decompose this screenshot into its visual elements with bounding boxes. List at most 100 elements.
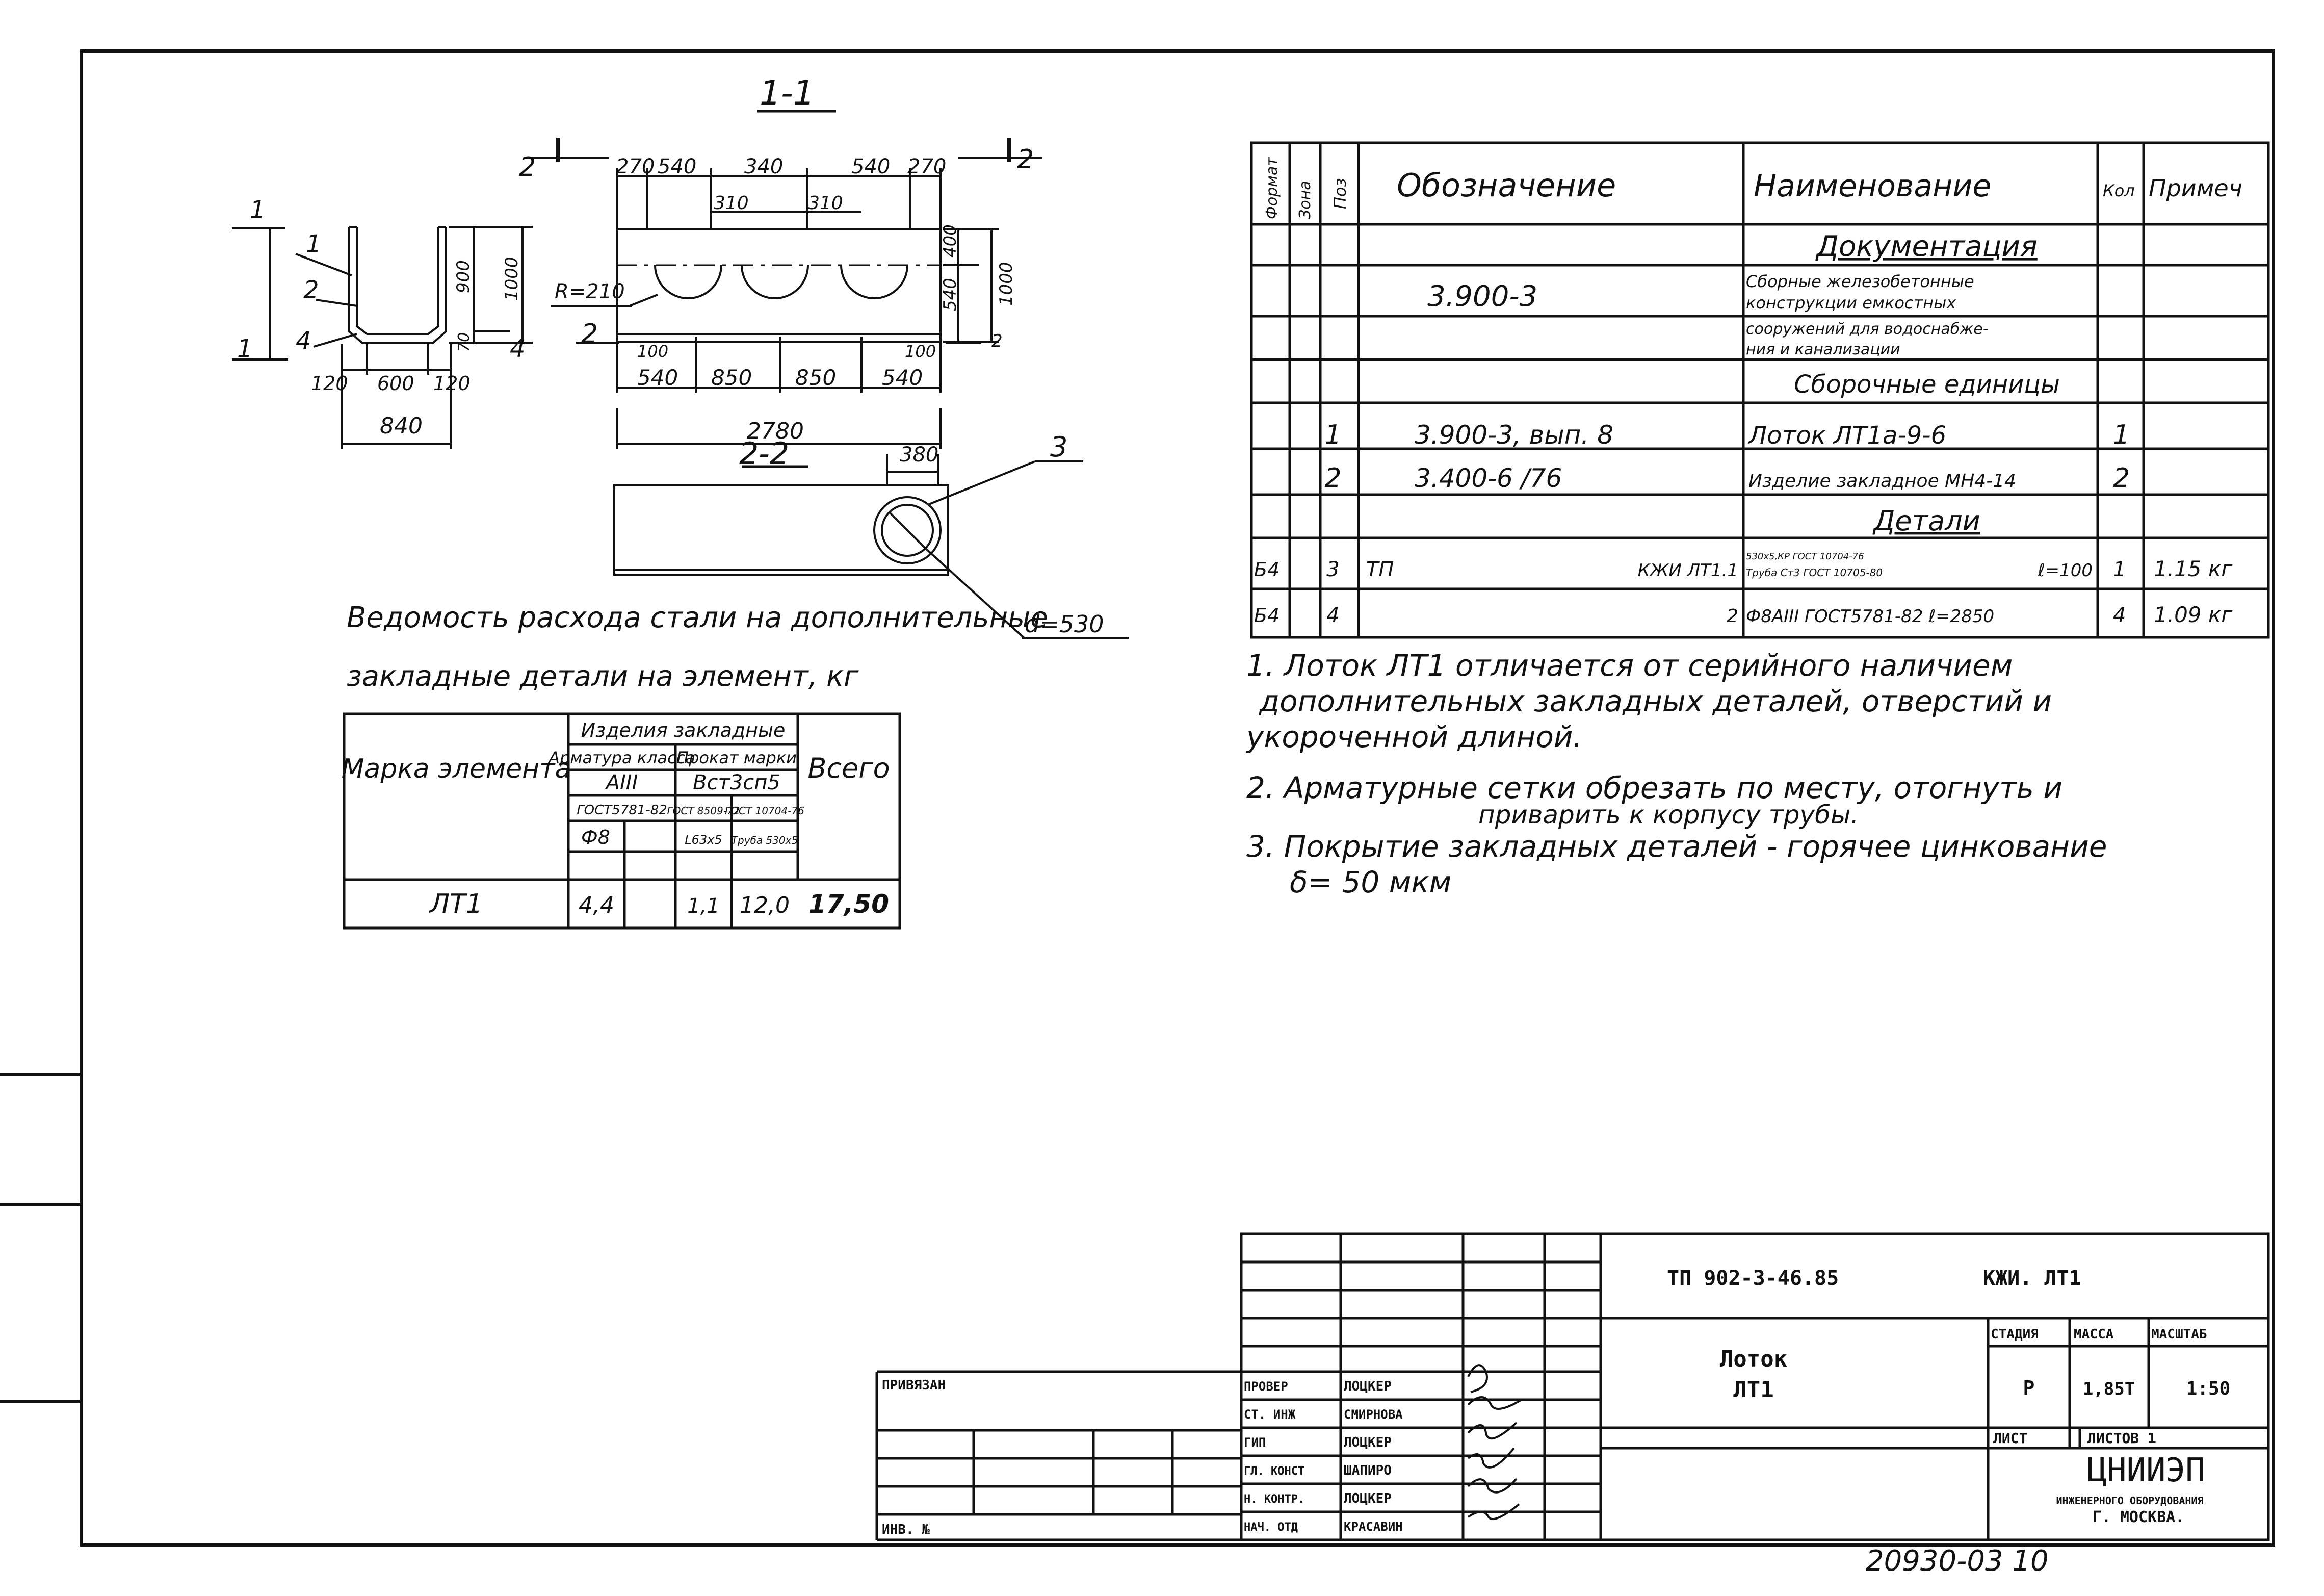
cs-dim-mid: 600 [377, 372, 414, 395]
steel-h-vst: Вст3сп5 [693, 771, 780, 794]
steel-h-f8: Ф8 [581, 826, 610, 848]
spec-h-prim: Примеч [2149, 174, 2242, 202]
spec-h-poz: Поз [1330, 178, 1350, 209]
dim-top-4: 540 [851, 155, 890, 178]
spec-det4-poz: 4 [1326, 604, 1339, 627]
dim-bottom-3: 850 [795, 365, 836, 390]
steel-h-l63: L63х5 [685, 833, 722, 847]
tb-name-3: ЛОЦКЕР [1344, 1435, 1392, 1450]
spec-doc-naim-2: конструкции емкостных [1746, 293, 1956, 313]
sheet-number: 20930-03 10 [1866, 1544, 2049, 1578]
steel-h-gost1: ГОСТ5781-82 [577, 803, 667, 818]
spec-det3-kol: 1 [2113, 558, 2126, 581]
spec-h-oboz: Обозначение [1397, 167, 1616, 204]
spec-unit1-naim: Лоток ЛТ1а-9-6 [1747, 421, 1946, 450]
dim-inner-1: 310 [714, 193, 749, 214]
spec-unit2-poz: 2 [1324, 463, 1341, 494]
tb-role-4: ГЛ. КОНСТ [1244, 1465, 1304, 1478]
cs-label-1-mid: 1 [306, 230, 322, 259]
tb-role-1: ПРОВЕР [1244, 1379, 1288, 1394]
spec-unit1-poz: 1 [1324, 420, 1341, 450]
note-3-line-2: δ= 50 мкм [1290, 865, 1451, 899]
tb-name-4: ШАПИРО [1344, 1463, 1392, 1478]
tb-role-5: Н. КОНТР. [1244, 1493, 1304, 1506]
note-2-line-1: 2. Арматурные сетки обрезать по месту, о… [1246, 770, 2062, 805]
tb-item-sub: ЛТ1 [1733, 1377, 1773, 1403]
title-block-grid [875, 1232, 2270, 1541]
section-2-2-title: 2-2 [739, 436, 789, 472]
spec-det3-oboz-right: КЖИ ЛТ1.1 [1638, 560, 1738, 581]
tb-h-massa: МАССА [2074, 1327, 2114, 1342]
tb-city: Г. МОСКВА. [2093, 1508, 2185, 1526]
cs-dim-1000: 1000 [502, 256, 522, 301]
signatures [1467, 1364, 1523, 1520]
spec-det3-naim-right: ℓ=100 [2038, 560, 2093, 581]
spec-h-format: Формат [1263, 157, 1281, 219]
tb-item-title: Лоток [1720, 1346, 1787, 1372]
spec-unit1-oboz: 3.900-3, вып. 8 [1415, 420, 1613, 450]
dim-bottom-4: 540 [882, 365, 923, 390]
spec-det3-naim-top: 530х5,КР ГОСТ 10704-76 [1746, 551, 1864, 562]
spec-doc-oboz: 3.900-3 [1427, 280, 1537, 313]
dim-top-2: 540 [658, 155, 696, 178]
tb-masshtab: 1:50 [2186, 1378, 2231, 1399]
cs-label-4: 4 [296, 327, 311, 355]
tb-org: ЦНИИЭП [2087, 1452, 2205, 1489]
note-1-line-3: укороченной длиной. [1245, 719, 1582, 754]
spec-h-zona: Зона [1296, 181, 1314, 219]
steel-h-prokat: Прокат марки [676, 748, 797, 767]
spec-det4-format: Б4 [1254, 604, 1279, 627]
steel-h-truba: Труба 530х5 [732, 834, 798, 846]
steel-h-gost2: ГОСТ 8509-72 [667, 805, 740, 817]
dim-top-1: 270 [616, 155, 655, 178]
spec-det3-oboz: ТП [1366, 558, 1394, 581]
cs-label-1-top: 1 [250, 196, 266, 224]
dim-bottom-1: 540 [637, 365, 678, 390]
spec-h-kol: Кол [2103, 181, 2135, 200]
note-3-line-1: 3. Покрытие закладных деталей - горячее … [1246, 829, 2107, 864]
spec-det4-naim-bottom: Ф8АIII ГОСТ5781-82 ℓ=2850 [1746, 606, 1994, 627]
tb-h-masshtab: МАСШТАБ [2151, 1327, 2207, 1342]
spec-doc-naim-3: сооружений для водоснабже- [1746, 320, 1989, 338]
tb-name-2: СМИРНОВА [1344, 1407, 1403, 1422]
cs-label-1-bottom: 1 [237, 334, 253, 363]
steel-h-gost3: ГОСТ 10704-76 [725, 805, 804, 817]
dim-top-3: 340 [744, 155, 783, 178]
tb-listov: ЛИСТОВ 1 [2087, 1430, 2156, 1447]
section-2-2-drawing [613, 454, 1129, 639]
cs-dim-left: 120 [311, 372, 348, 395]
spec-section-details: Детали [1872, 505, 1980, 537]
steel-h-vsego: Всего [807, 752, 890, 784]
steel-h-izdelia: Изделия закладные [581, 719, 786, 741]
spec-det4-prim: 1.09 кг [2154, 602, 2233, 627]
spec-det3-poz: 3 [1326, 558, 1339, 581]
spec-section-docs: Документация [1815, 230, 2037, 263]
tb-privyazan: ПРИВЯЗАН [882, 1378, 946, 1393]
tb-doc-sub: КЖИ. ЛТ1 [1983, 1267, 2081, 1290]
steel-h-marka: Марка элемента [342, 754, 571, 784]
spec-det3-prim: 1.15 кг [2154, 556, 2233, 581]
callout-3: 3 [1050, 431, 1067, 463]
dim-small-1: 100 [637, 342, 668, 361]
steel-table-grid [343, 712, 901, 930]
dim-right-3: 1000 [996, 262, 1016, 306]
spec-h-naim: Наименование [1754, 168, 1991, 204]
tb-doc-code: ТП 902-3-46.85 [1667, 1267, 1839, 1290]
dim-inner-2: 310 [808, 193, 843, 214]
tb-name-5: ЛОЦКЕР [1344, 1491, 1392, 1506]
spec-det3-naim-bottom: Труба Ст3 ГОСТ 10705-80 [1746, 567, 1883, 579]
steel-table-caption-1: Ведомость расхода стали на дополнительны… [347, 601, 1048, 634]
cs-total-width: 840 [380, 413, 423, 439]
cross-section-drawing [232, 226, 533, 449]
steel-h-aiii: АIII [605, 771, 638, 794]
spec-table-grid [1250, 141, 2270, 639]
note-2-line-2: приварить к корпусу трубы. [1478, 800, 1859, 830]
cs-dim-70: 70 [455, 332, 473, 352]
note-1-line-2: дополнительных закладных деталей, отверс… [1259, 684, 2052, 718]
total-length: 2780 [747, 418, 804, 444]
steel-row-marka: ЛТ1 [429, 889, 483, 919]
section-1-1-title: 1-1 [760, 73, 815, 113]
tb-inv-no: ИНВ. № [882, 1522, 930, 1537]
cs-label-4-right: 4 [510, 334, 526, 363]
